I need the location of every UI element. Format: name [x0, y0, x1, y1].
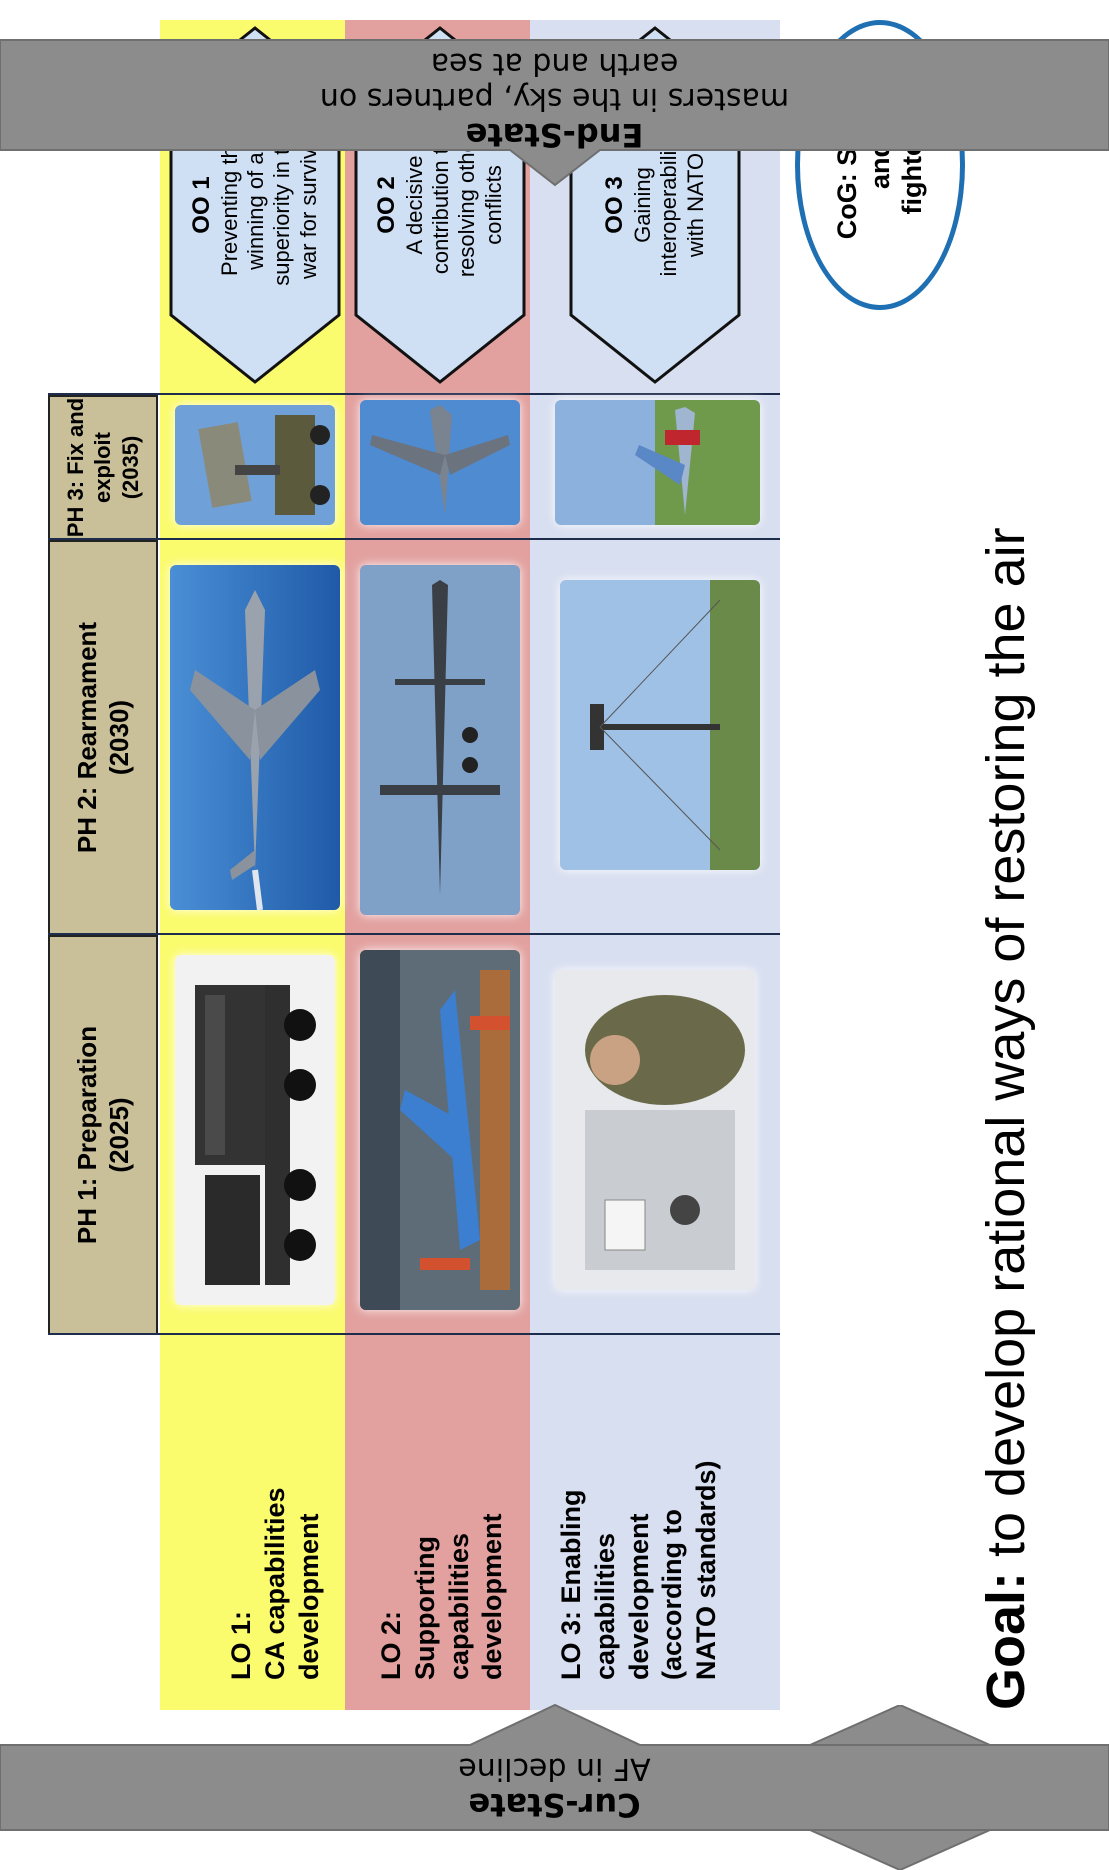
cur-state-title: Cur-State: [468, 1786, 641, 1824]
end-state-title: End-State: [465, 116, 644, 154]
end-state-line-1: masters in the sky, partners on: [319, 81, 790, 116]
cur-state-subtitle: AF in decline: [458, 1751, 651, 1786]
sam-launcher-truck-photo: [175, 955, 335, 1305]
end-state-arrow-shape: [0, 39, 1109, 187]
drone-photo: [360, 565, 520, 915]
end-state-label: End-State masters in the sky, partners o…: [0, 40, 1109, 170]
cur-state-arrow-shape: [0, 1703, 1109, 1831]
fighter-jet-photo: [170, 565, 340, 910]
cur-state-label: Cur-State AF in decline: [0, 1745, 1109, 1830]
aircraft-hangar-photo: [360, 950, 520, 1310]
fighters-airfield-photo: [555, 400, 760, 525]
transport-aircraft-photo: [360, 400, 520, 525]
soldier-console-photo: [555, 970, 755, 1290]
radar-mast-photo: [560, 580, 760, 870]
missile-launcher-photo: [175, 405, 335, 525]
end-state-line-2: earth and at sea: [430, 46, 679, 81]
